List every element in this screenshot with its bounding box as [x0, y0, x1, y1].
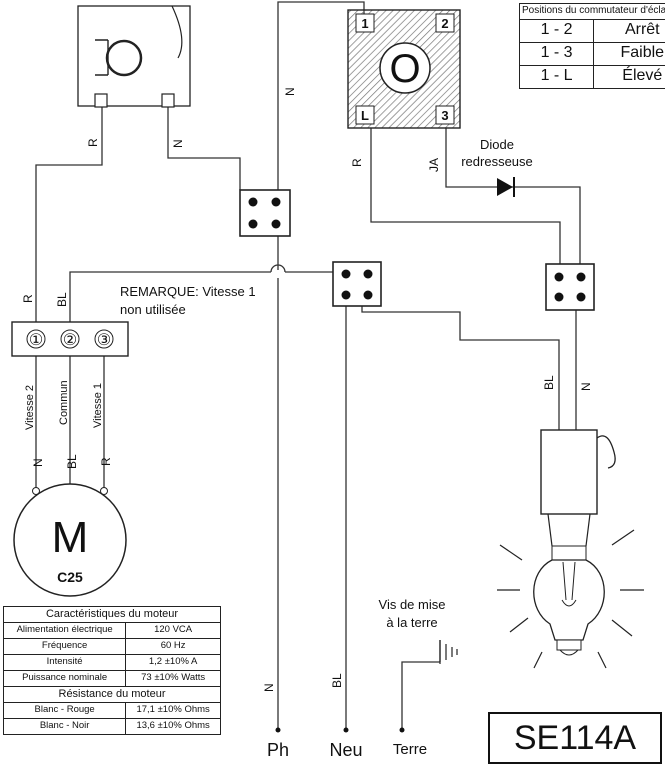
terminal-neu: Neu: [329, 740, 362, 760]
note-line-1: REMARQUE: Vitesse 1: [120, 284, 256, 299]
label-vitesse-2: Vitesse 2: [24, 385, 36, 430]
switch-pos: 1 - 3: [518, 41, 595, 66]
motor-letter: M: [52, 513, 89, 562]
wire-code-ja: JA: [427, 158, 441, 172]
table-row: 1 - L Élevé: [518, 64, 665, 89]
switch-state: Arrêt: [593, 18, 665, 43]
terminal-terre: Terre: [393, 741, 427, 758]
light-switch: O 1 2 L 3: [347, 9, 461, 129]
wire-code-n-4: N: [31, 458, 45, 467]
table-row: 1 - 2 Arrêt: [518, 18, 665, 43]
spec-label: Blanc - Rouge: [2, 702, 127, 719]
switch-terminal-3: 3: [441, 108, 448, 123]
wire-code-bl-1: BL: [55, 292, 69, 307]
spec-label: Fréquence: [2, 638, 127, 655]
spec-label: Alimentation électrique: [2, 622, 127, 639]
spec-label: Puissance nominale: [2, 670, 127, 687]
spec-value: 120 VCA: [125, 622, 221, 639]
wire-code-n-5: N: [262, 683, 276, 692]
wire-code-n-3: N: [579, 382, 593, 391]
wire-thermal-r: [35, 103, 103, 322]
wire-code-r-2: R: [350, 158, 364, 167]
terminal-ph: Ph: [267, 740, 289, 760]
wire-code-r-4: R: [99, 457, 113, 466]
switch-state: Faible: [593, 41, 665, 66]
wire-code-r-3: R: [21, 294, 35, 303]
spec-value: 73 ±10% Watts: [125, 670, 221, 687]
wire-code-n-1: N: [171, 139, 185, 148]
supply-terminals: Ph Neu Terre: [267, 727, 427, 760]
motor-terminal-block: ① ② ③: [11, 321, 129, 357]
connector-c: [545, 263, 595, 311]
lamp: [497, 429, 644, 669]
spec-label: Intensité: [2, 654, 127, 671]
wire-code-bl-4: BL: [330, 673, 344, 688]
switch-positions-table: Positions du commutateur d'éclairage 1 -…: [518, 3, 665, 89]
connector-b: [332, 261, 382, 307]
terminal-3: ③: [97, 332, 111, 349]
ground-symbol: [439, 640, 458, 664]
switch-pos: 1 - L: [518, 64, 595, 89]
table-row: 1 - 3 Faible: [518, 41, 665, 66]
motor: M C25: [13, 483, 127, 597]
wire-switch-l: [370, 128, 561, 264]
motor-table-title: Caractéristiques du moteur: [3, 606, 221, 623]
switch-terminal-2: 2: [441, 16, 448, 31]
motor-characteristics-table: Caractéristiques du moteur Alimentation …: [2, 606, 221, 735]
switch-pos: 1 - 2: [518, 18, 595, 43]
thermal-switch: [77, 5, 191, 108]
note-line-2: non utilisée: [120, 302, 186, 317]
wire-thermal-n: [167, 103, 241, 190]
switch-table-header: Positions du commutateur d'éclairage: [518, 3, 665, 20]
terminal-1: ①: [29, 332, 43, 349]
spec-value: 13,6 ±10% Ohms: [125, 718, 221, 735]
wire-bl-lamp: [361, 304, 560, 430]
switch-terminal-l: L: [361, 108, 369, 123]
diode-label-1: Diode: [480, 137, 514, 152]
ground-label-1: Vis de mise: [379, 597, 446, 612]
wire-code-r-1: R: [86, 138, 100, 147]
spec-label: Blanc - Noir: [2, 718, 127, 735]
wire-code-bl-3: BL: [65, 454, 79, 469]
motor-table-subtitle: Résistance du moteur: [3, 686, 221, 703]
wire-codes: R N N R JA R BL BL N N BL R N BL: [21, 87, 593, 692]
spec-value: 17,1 ±10% Ohms: [125, 702, 221, 719]
wire-bl-hop: [270, 264, 286, 273]
switch-symbol: O: [389, 47, 420, 91]
connector-a: [239, 189, 291, 237]
diode-label-2: redresseuse: [461, 154, 533, 169]
wire-bl-motor: [69, 271, 271, 322]
motor-model: C25: [57, 569, 83, 585]
model-code: SE114A: [488, 712, 662, 764]
terminal-2: ②: [63, 332, 77, 349]
switch-terminal-1: 1: [361, 16, 368, 31]
spec-value: 60 Hz: [125, 638, 221, 655]
rectifier-diode: Diode redresseuse: [461, 137, 533, 197]
label-vitesse-1: Vitesse 1: [92, 383, 104, 428]
ground-label-2: à la terre: [386, 615, 437, 630]
wire-code-bl-2: BL: [542, 375, 556, 390]
label-commun: Commun: [58, 380, 70, 425]
spec-value: 1,2 ±10% A: [125, 654, 221, 671]
wires: [35, 1, 581, 728]
wire-code-n-2: N: [283, 87, 297, 96]
wire-ground: [401, 661, 440, 728]
switch-state: Élevé: [593, 64, 665, 89]
